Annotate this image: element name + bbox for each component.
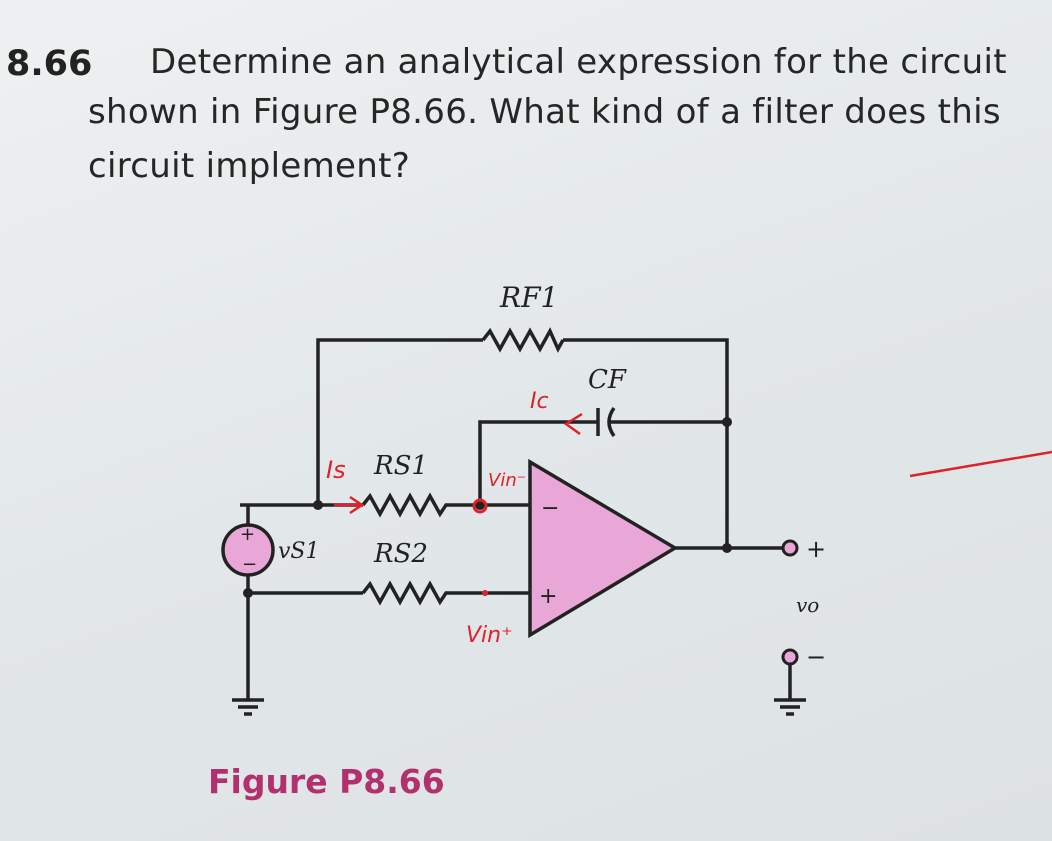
annotation-vin-minus: Vin⁻: [488, 470, 526, 491]
output-minus-sign: −: [806, 643, 826, 671]
junction-dots: [243, 417, 732, 598]
problem-text-line-2: shown in Figure P8.66. What kind of a fi…: [88, 92, 1001, 132]
output-terminal-minus: [781, 648, 799, 666]
annotation-is: Is: [326, 456, 346, 484]
resistor-rf1: [481, 327, 565, 353]
wires: [232, 327, 806, 716]
red-pen-mark: [909, 450, 1052, 478]
output-plus-sign: +: [806, 535, 826, 563]
handwritten-annotations: Is Ic Vin⁻ Vin⁺: [326, 389, 1052, 648]
resistor-rs1: [361, 492, 458, 518]
output-terminal-plus: [781, 539, 799, 557]
label-rf1: RF1: [499, 281, 558, 314]
source-plus-sign: +: [240, 524, 255, 545]
figure-caption: Figure P8.66: [208, 762, 445, 801]
label-cf: CF: [588, 365, 627, 395]
problem-text-line-1: Determine an analytical expression for t…: [150, 42, 1007, 82]
source-minus-sign: −: [242, 554, 257, 575]
resistor-rs2: [361, 580, 458, 606]
label-vo: vo: [796, 593, 819, 617]
annotation-ic: Ic: [530, 389, 549, 414]
label-vs1: vS1: [278, 539, 320, 564]
problem-text-line-3: circuit implement?: [88, 146, 411, 186]
annotation-vin-plus: Vin⁺: [466, 623, 513, 648]
problem-number: 8.66: [6, 44, 93, 84]
voltage-source-vs1: [221, 523, 275, 577]
opamp-noninverting-sign: +: [539, 584, 557, 609]
label-rs1: RS1: [373, 451, 428, 481]
opamp-inverting-sign: −: [541, 496, 559, 521]
label-rs2: RS2: [373, 539, 428, 569]
op-amp: [528, 458, 679, 639]
